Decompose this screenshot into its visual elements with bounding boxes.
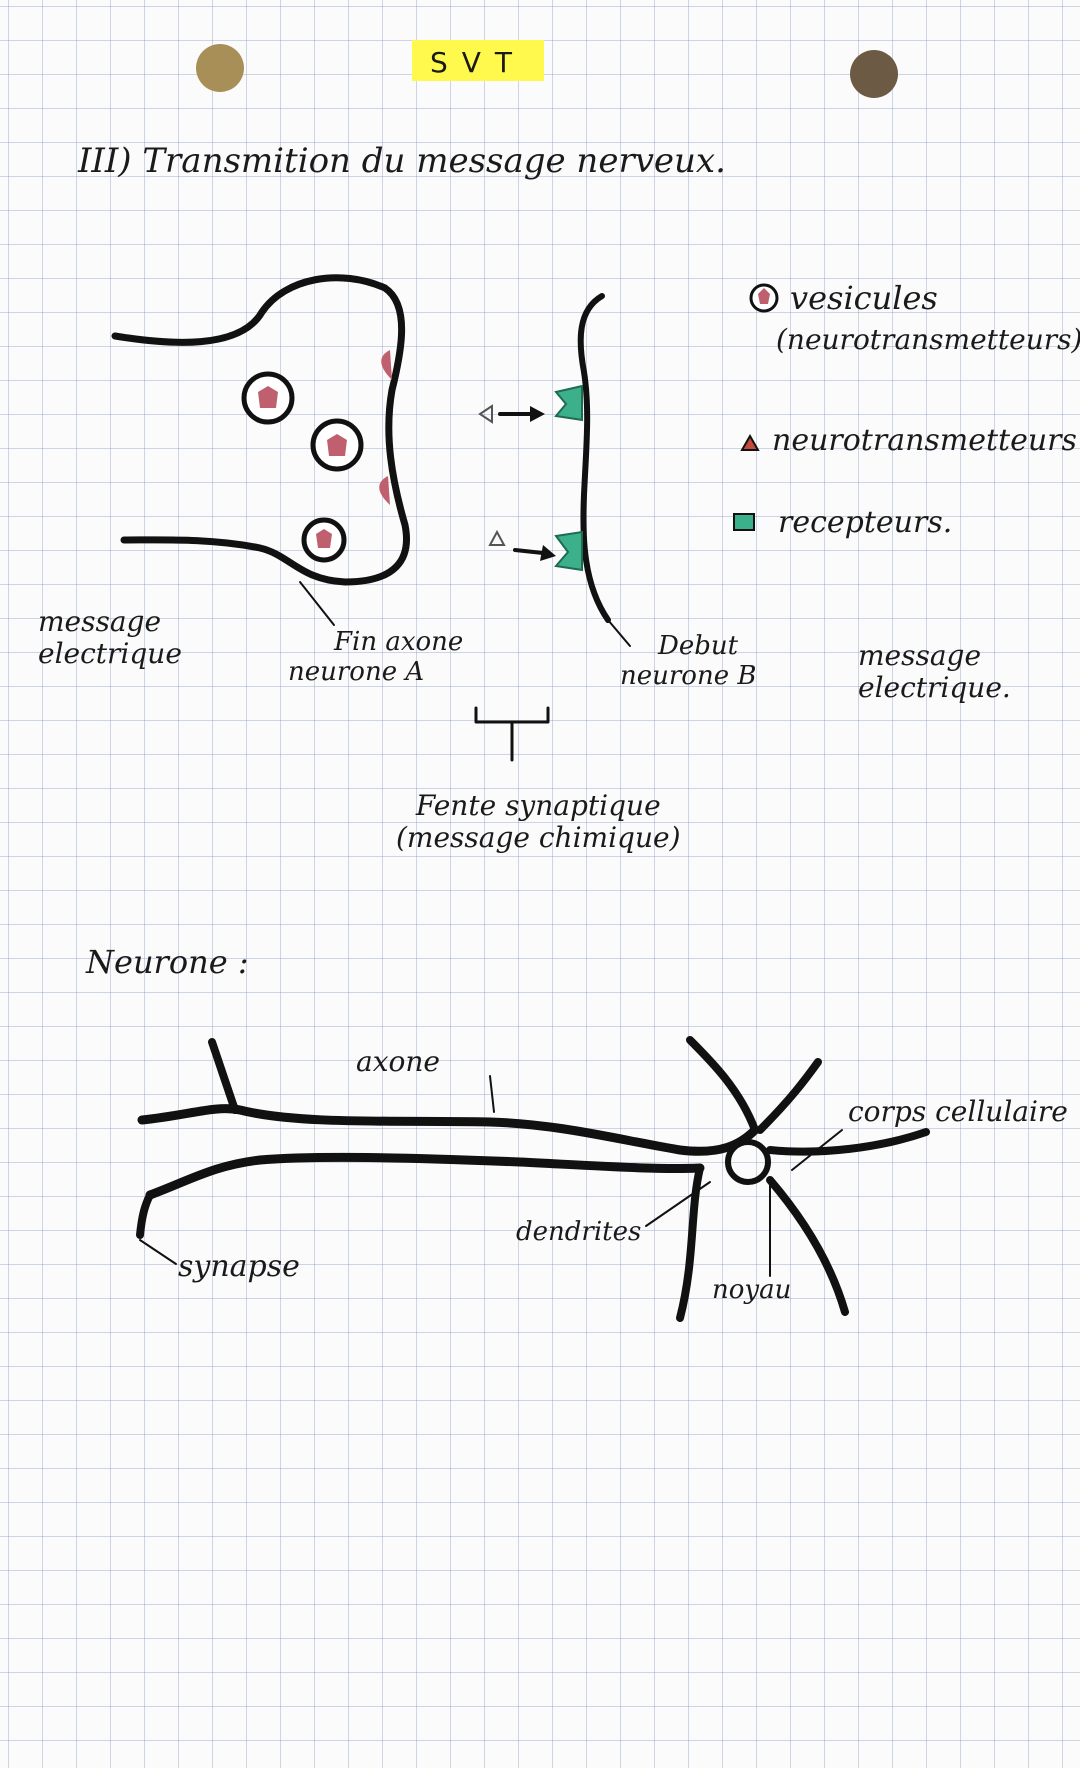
soma-dendrite-4 (766, 1128, 930, 1156)
terminal-branch-top (208, 1038, 239, 1114)
axon-top (137, 1104, 760, 1156)
fente-line: Fente synaptique (415, 789, 661, 822)
vesicle-content (258, 386, 278, 408)
soma-dendrite-5 (766, 1176, 849, 1316)
punch-hole-left (196, 44, 244, 92)
section-heading: III) Transmition du message nerveux. (78, 141, 726, 181)
neuron-a-terminal (111, 274, 410, 586)
debut-label: Debut neurone B (620, 631, 757, 692)
neurotransmitter-icon (488, 529, 506, 546)
right-message-label: message electrique. (858, 639, 1011, 705)
dendrite-leader (645, 1181, 711, 1227)
fin-axone-label: Fin axone neurone A (288, 627, 464, 688)
receptor-icon (554, 530, 583, 572)
soma-dendrite-2 (686, 1036, 759, 1134)
neurone-heading: Neurone : (86, 943, 249, 981)
synapse-leader (139, 1239, 177, 1265)
fente-label: Fente synaptique (message chimique) (396, 789, 681, 855)
release-site (379, 476, 390, 505)
neurotransmitter-icon (478, 404, 493, 424)
neurotransmitters-legend-icon (740, 433, 760, 451)
legend-vesicules-sub: (neurotransmetteurs) (776, 323, 1080, 356)
dendrites-label: dendrites (516, 1217, 642, 1247)
arrow-head-icon (530, 406, 545, 422)
soma-dendrite-1 (676, 1164, 704, 1322)
synapse-label: synapse (178, 1249, 300, 1284)
legend-vesicules: vesicules (790, 280, 938, 317)
fente-bracket (474, 706, 550, 762)
page-title: SVT (430, 46, 527, 79)
receptor-icon (554, 384, 583, 422)
receptors-legend-icon (733, 513, 755, 531)
fin-axone-leader (299, 581, 335, 626)
fin-axone-line: neurone A (288, 656, 425, 687)
debut-leader (607, 619, 631, 647)
debut-line: Debut (658, 631, 739, 661)
corps-label: corps cellulaire (848, 1095, 1068, 1128)
release-site (381, 350, 392, 380)
terminal-branch-bottom (136, 1191, 154, 1239)
title-highlight: SVT (412, 40, 545, 81)
right-message-line: message (858, 639, 982, 672)
left-message-line: message (38, 605, 162, 638)
soma-dendrite-3 (756, 1058, 822, 1134)
arrow-head-icon (540, 545, 556, 561)
legend-vesicules-label: vesicules (790, 279, 938, 317)
legend-recepteurs: recepteurs. (778, 505, 953, 540)
left-message-line: electrique (38, 637, 182, 671)
transfer-arrow-bottom (513, 548, 545, 555)
noyau-label: noyau (712, 1275, 792, 1305)
neuron-b-membrane (577, 293, 611, 623)
cell-body-nucleus (725, 1139, 771, 1185)
vesicle-content (327, 434, 347, 456)
debut-line: neurone B (620, 660, 757, 691)
fente-line: (message chimique) (396, 821, 681, 855)
vesicle-content (316, 529, 332, 548)
fin-axone-line: Fin axone (334, 627, 464, 657)
axon-bottom (145, 1152, 705, 1200)
cell-body-leader (791, 1129, 843, 1171)
legend-neurotransmetteurs: neurotransmetteurs (772, 423, 1077, 458)
punch-hole-right (850, 50, 898, 98)
axone-label: axone (356, 1045, 440, 1078)
right-message-line: electrique. (858, 671, 1011, 705)
left-message-label: message electrique (38, 605, 182, 671)
axone-leader (489, 1075, 495, 1113)
